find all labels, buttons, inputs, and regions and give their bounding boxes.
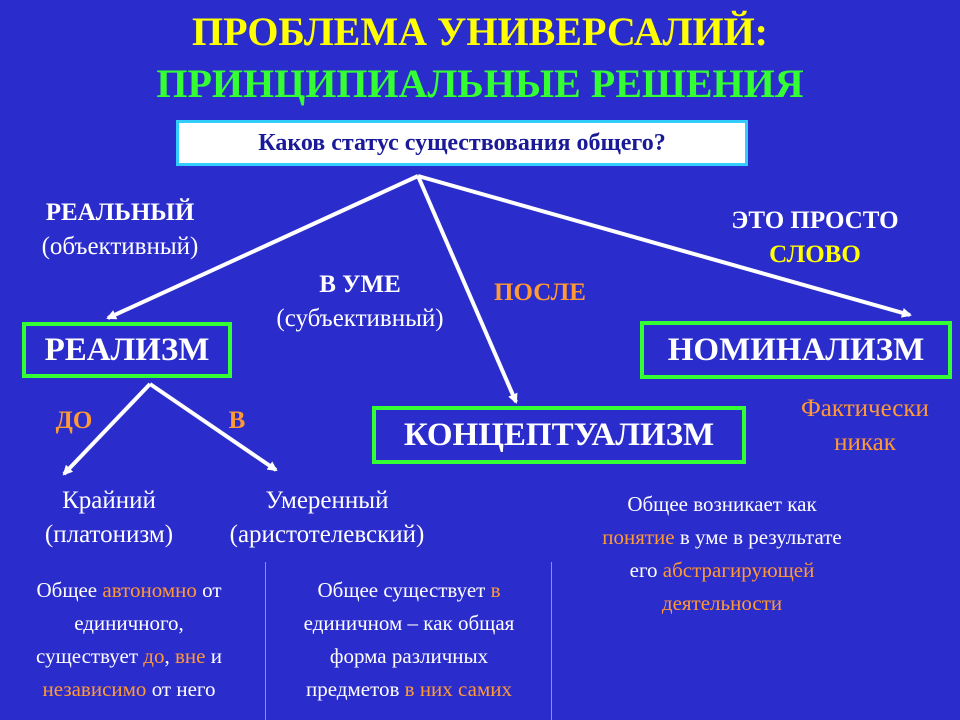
- nominalism-note: Фактически никак: [801, 395, 929, 456]
- nominalism-branch-label: ЭТО ПРОСТО СЛОВО: [731, 207, 899, 268]
- realism-box: РЕАЛИЗМ: [22, 322, 232, 378]
- moderate-realism-label: Умеренный (аристотелевский): [229, 487, 425, 548]
- arrow-to-realism: [106, 174, 419, 320]
- in-label: В: [228, 407, 246, 434]
- separator-left: [265, 562, 266, 720]
- question-box: Каков статус существования общего?: [176, 120, 748, 166]
- arrow-to-nominalism: [417, 174, 912, 318]
- conceptualism-description: Общее возникает как понятие в уме в резу…: [602, 492, 842, 615]
- realism-branch-label: РЕАЛЬНЫЙ (объективный): [41, 199, 199, 260]
- arrow-to-moderate: [148, 382, 278, 472]
- conceptualism-branch-label: В УМЕ (субъективный): [276, 271, 444, 332]
- separator-right: [551, 562, 552, 720]
- extreme-realism-description: Общее автономно от единичного, существуе…: [36, 578, 222, 701]
- moderate-realism-description: Общее существует в единичном – как общая…: [303, 578, 515, 701]
- before-label: ДО: [55, 407, 93, 434]
- arrow-to-extreme: [62, 382, 152, 476]
- conceptualism-box: КОНЦЕПТУАЛИЗМ: [372, 406, 746, 464]
- nominalism-box: НОМИНАЛИЗМ: [640, 321, 952, 379]
- title-line-1: ПРОБЛЕМА УНИВЕРСАЛИЙ:: [192, 9, 768, 54]
- title-line-2: ПРИНЦИПИАЛЬНЫЕ РЕШЕНИЯ: [156, 61, 804, 106]
- arrow-to-conceptualism: [416, 175, 518, 404]
- extreme-realism-label: Крайний (платонизм): [44, 487, 174, 548]
- after-label: ПОСЛЕ: [494, 279, 586, 306]
